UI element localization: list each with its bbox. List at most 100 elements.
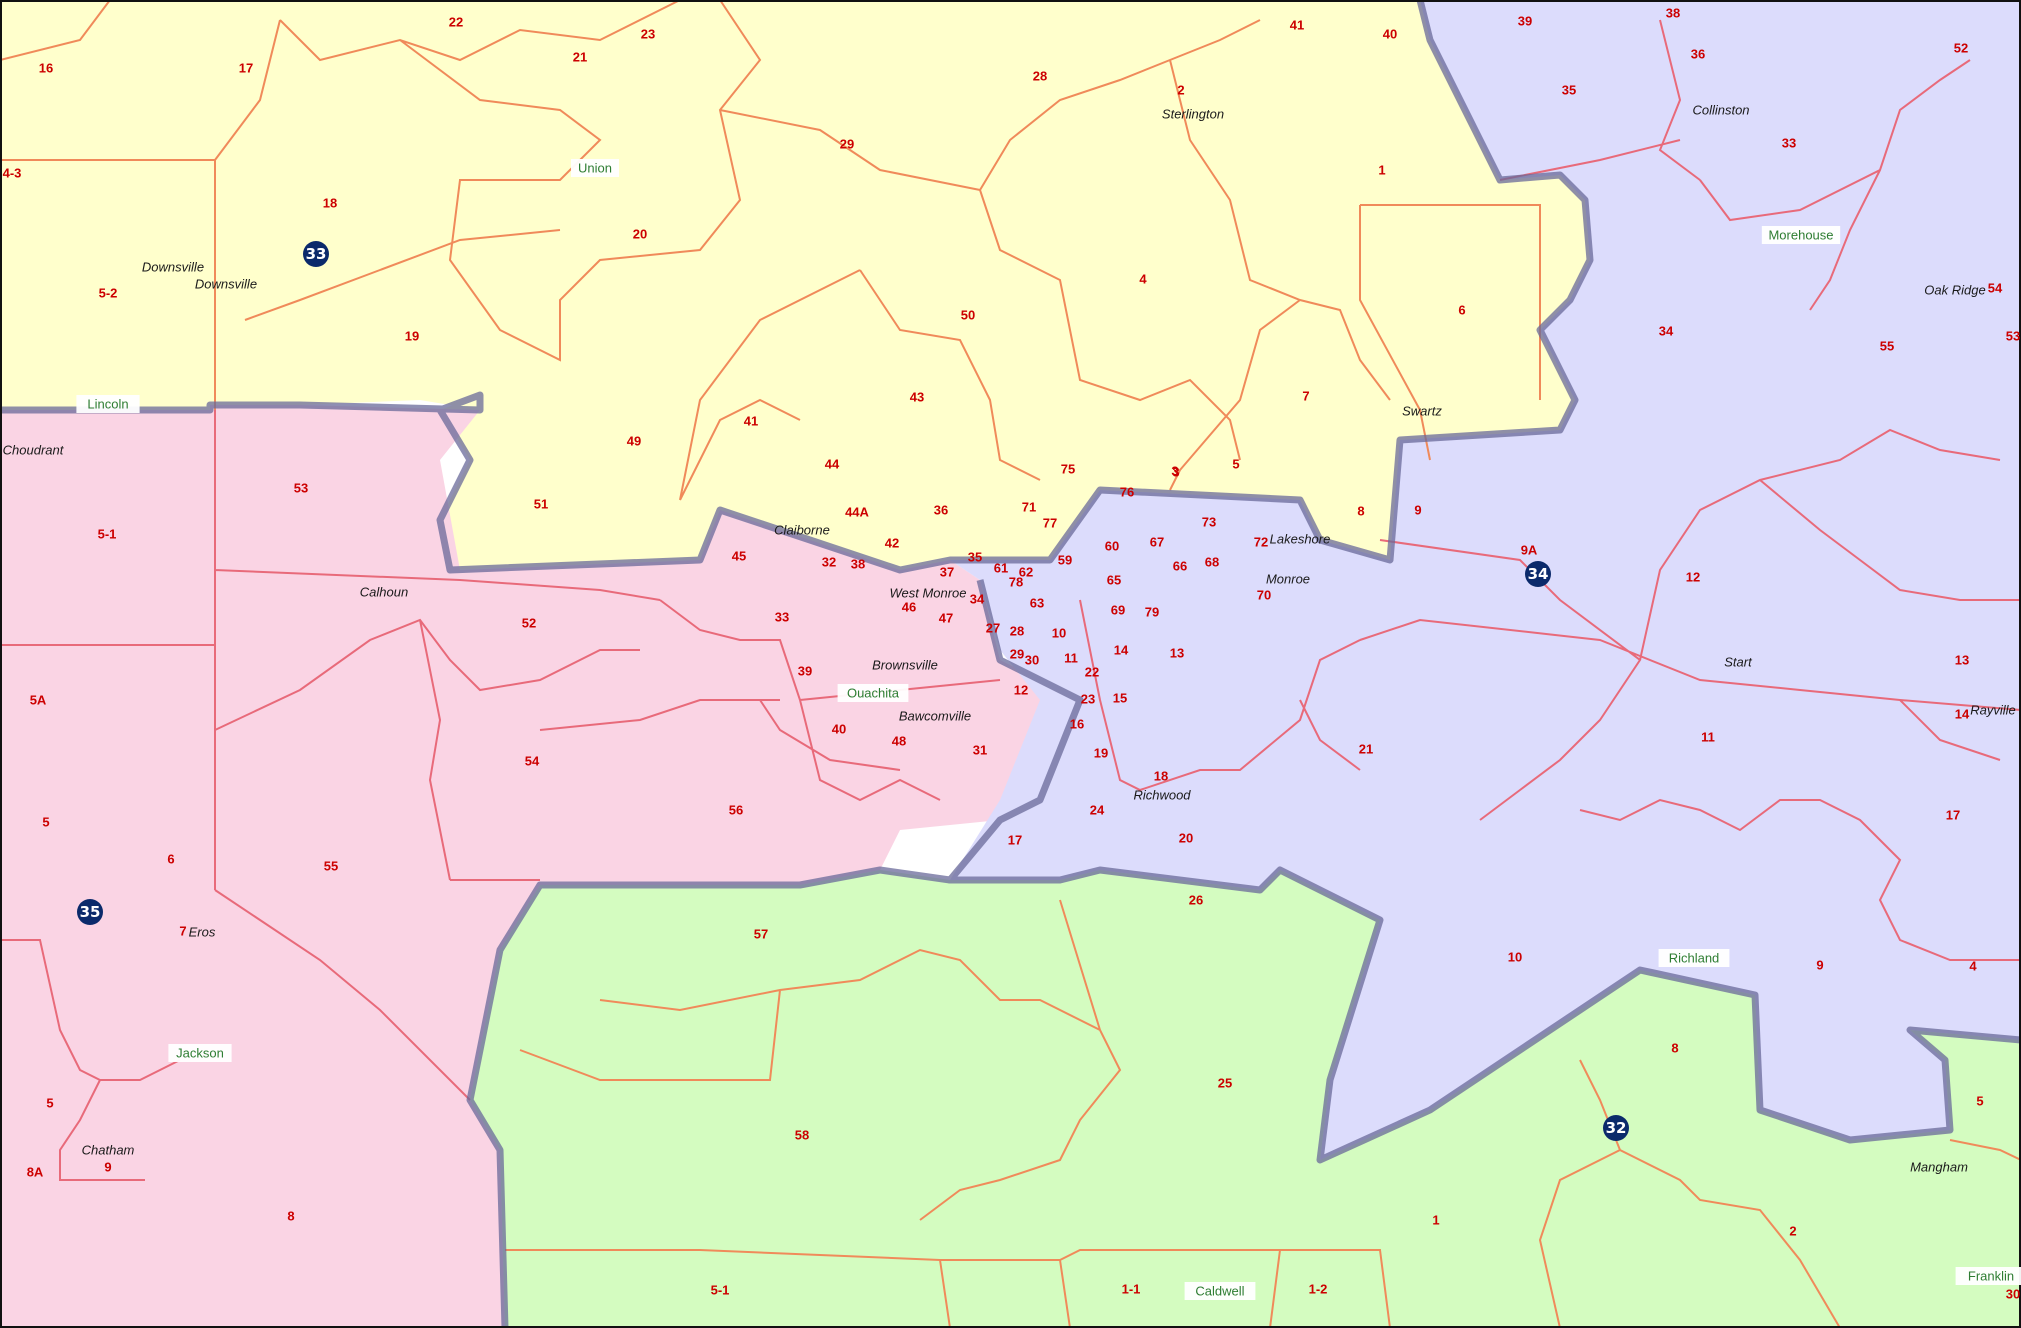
precinct-label: 28: [1010, 624, 1024, 639]
precinct-label: 2: [1177, 83, 1184, 98]
precinct-label: 28: [1033, 69, 1047, 84]
place-label: Claiborne: [774, 523, 830, 538]
precinct-label: 35: [1562, 83, 1576, 98]
precinct-label: 5: [1976, 1094, 1983, 1109]
precinct-label: 53: [2006, 329, 2020, 344]
precinct-label: 24: [1090, 803, 1105, 818]
precinct-label: 33: [775, 610, 789, 625]
precinct-label: 5: [46, 1096, 53, 1111]
precinct-label: 19: [1094, 746, 1108, 761]
district-boundary: [0, 0, 1594, 574]
precinct-label: 22: [1085, 665, 1099, 680]
precinct-label: 9A: [1521, 543, 1538, 558]
precinct-label: 33: [1782, 136, 1796, 151]
district-badge-circle: [77, 899, 103, 925]
precinct-label: 52: [1954, 41, 1968, 56]
district-badge-number: 34: [1528, 565, 1549, 583]
precinct-label: 5-1: [98, 527, 117, 542]
precinct-label: 22: [449, 15, 463, 30]
precinct-line: [505, 899, 2021, 1328]
parish-label-box: [1184, 1282, 1256, 1300]
parish-label: Caldwell: [1195, 1284, 1244, 1299]
precinct-label: 37: [940, 565, 954, 580]
precinct-label: 61: [994, 561, 1008, 576]
parish-labels: UnionLincolnMorehouseOuachitaJacksonRich…: [76, 159, 2021, 1300]
precinct-label: 44A: [845, 505, 869, 520]
parish-label: Ouachita: [847, 686, 900, 701]
precinct-label: 62: [1019, 565, 1033, 580]
precinct-line: [0, 0, 1541, 501]
precinct-label: 52: [522, 616, 536, 631]
district-35-area: [0, 405, 1080, 1328]
precinct-label: 3: [1172, 465, 1179, 480]
place-label: Oak Ridge: [1924, 283, 1985, 298]
parish-label: Franklin: [1968, 1269, 2014, 1284]
precinct-label: 55: [1880, 339, 1894, 354]
place-label: Rayville: [1970, 703, 2016, 718]
precinct-label: 68: [1205, 555, 1219, 570]
precinct-label: 9: [1816, 958, 1823, 973]
precinct-label: 5: [1232, 457, 1239, 472]
precinct-label: 26: [1189, 893, 1203, 908]
precinct-label: 30: [1025, 653, 1039, 668]
precinct-label: 69: [1111, 603, 1125, 618]
place-label: Swartz: [1402, 404, 1442, 419]
precinct-label: 14: [1114, 643, 1129, 658]
precinct-label: 11: [1701, 730, 1715, 745]
precinct-label: 5A: [30, 693, 47, 708]
place-label: West Monroe: [889, 586, 966, 601]
precinct-label: 19: [405, 329, 419, 344]
precinct-label: 17: [1008, 833, 1022, 848]
precinct-label: 53: [294, 481, 308, 496]
precinct-label: 1-2: [1309, 1282, 1328, 1297]
precinct-label: 66: [1173, 559, 1187, 574]
precinct-label: 23: [1081, 692, 1095, 707]
precinct-label: 10: [1052, 626, 1066, 641]
precinct-label: 10: [1508, 950, 1522, 965]
precinct-label: 20: [1179, 831, 1193, 846]
place-label: Calhoun: [360, 585, 408, 600]
parish-label-box: [76, 395, 140, 413]
precinct-label: 29: [840, 137, 854, 152]
precinct-label: 25: [1218, 1076, 1232, 1091]
precinct-label: 12: [1014, 683, 1028, 698]
precinct-label: 1: [1378, 163, 1385, 178]
parish-label-box: [168, 1044, 232, 1062]
precinct-label: 40: [832, 722, 846, 737]
place-label: Collinston: [1692, 103, 1749, 118]
precinct-label: 6: [167, 852, 174, 867]
precinct-label: 21: [573, 50, 587, 65]
precinct-label: 15: [1113, 691, 1127, 706]
parish-label: Richland: [1669, 951, 1720, 966]
district-boundary: [946, 579, 2021, 1164]
precinct-label: 38: [1666, 6, 1680, 21]
precinct-label: 56: [729, 803, 743, 818]
parish-label-box: [1955, 1267, 2021, 1285]
precinct-label: 71: [1022, 500, 1036, 515]
district-badge-circle: [303, 241, 329, 267]
place-label: Sterlington: [1162, 107, 1224, 122]
precinct-label: 31: [973, 743, 987, 758]
precinct-label: 50: [961, 308, 975, 323]
precinct-label: 65: [1107, 573, 1121, 588]
precinct-label: 44: [825, 457, 840, 472]
precinct-label: 39: [1518, 14, 1532, 29]
precinct-label: 8: [1357, 504, 1364, 519]
precinct-label: 8A: [27, 1165, 44, 1180]
precinct-label: 58: [795, 1128, 809, 1143]
precinct-label: 35: [968, 550, 982, 565]
district-badge-circle: [1525, 561, 1551, 587]
precinct-label: 4-3: [3, 166, 22, 181]
precinct-label: 48: [892, 734, 906, 749]
precinct-label: 13: [1955, 653, 1969, 668]
parish-label: Morehouse: [1768, 228, 1833, 243]
precinct-label: 13: [1170, 646, 1184, 661]
precinct-label: 34: [970, 592, 985, 607]
precinct-label: 51: [534, 497, 548, 512]
precinct-label: 27: [986, 621, 1000, 636]
